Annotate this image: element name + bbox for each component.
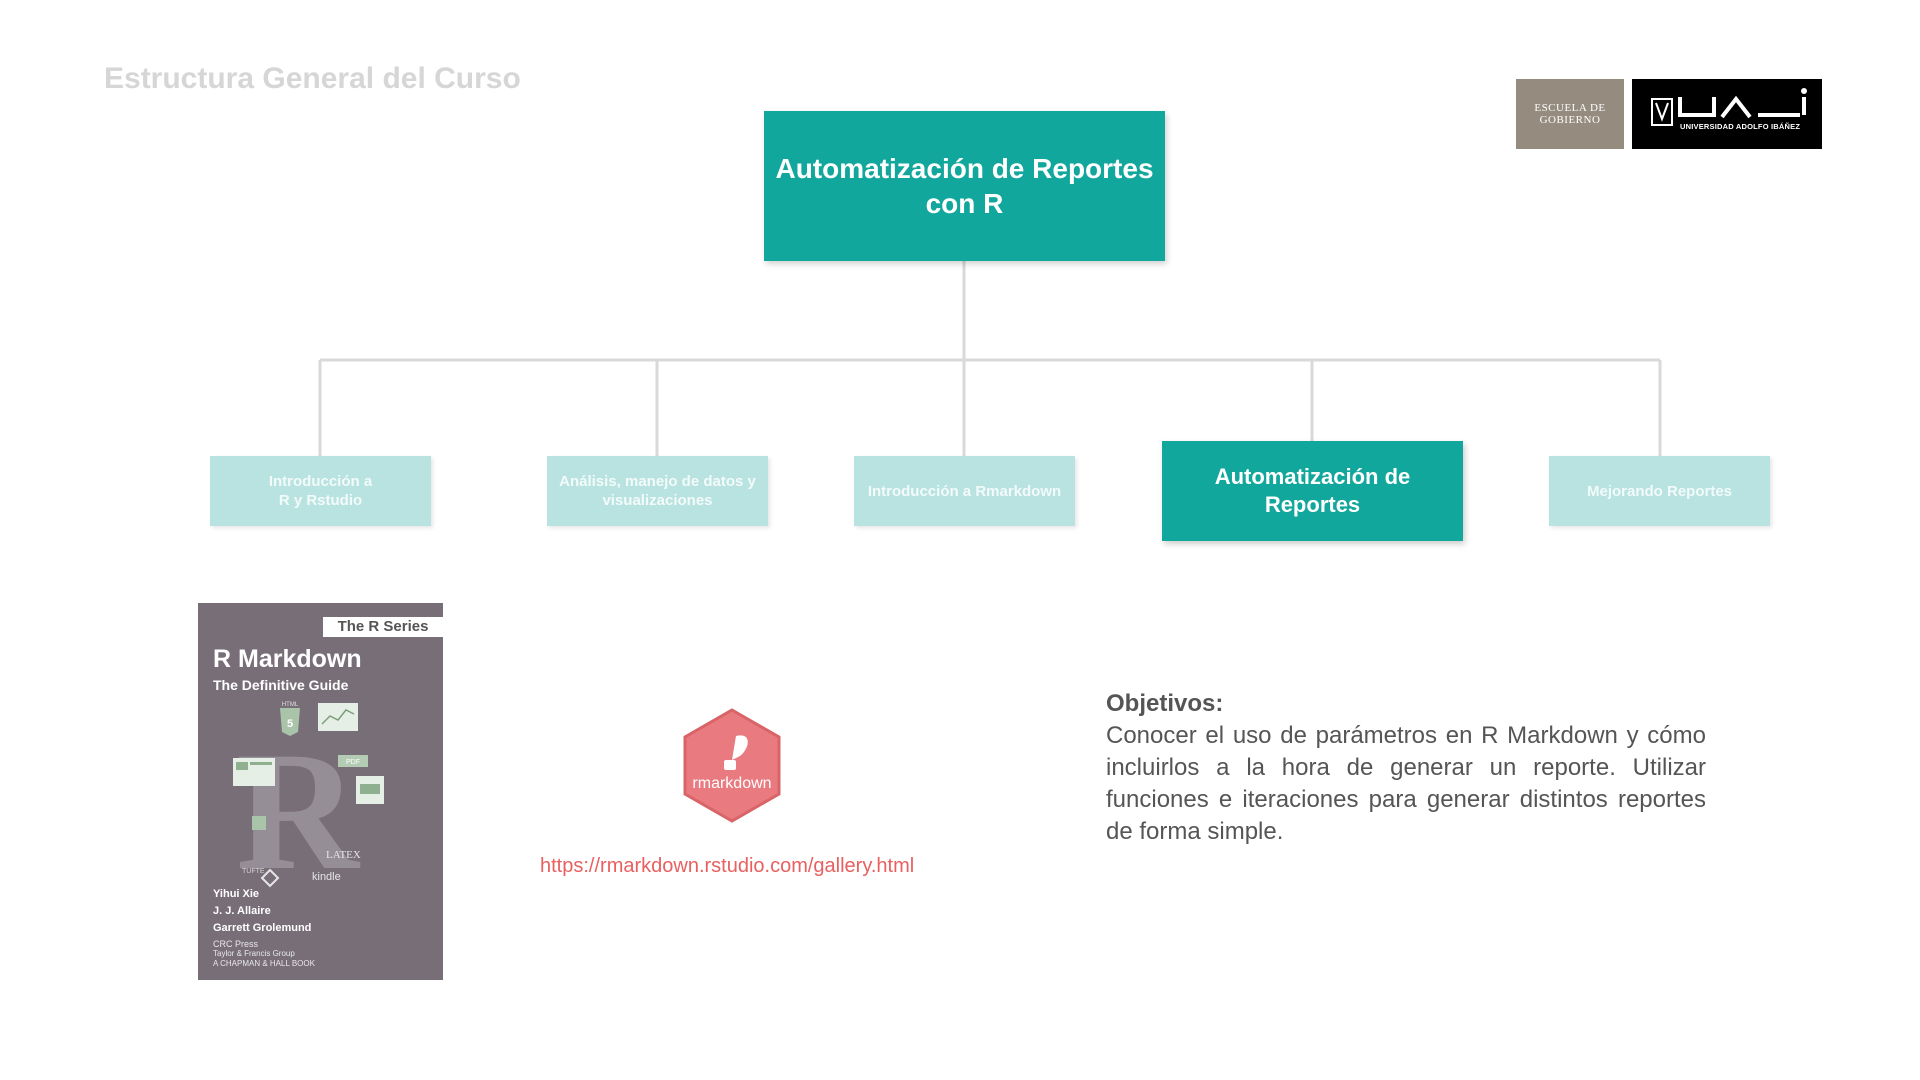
module-2-line1: Análisis, manejo de datos y: [559, 473, 756, 490]
objectives-section: Objetivos: Conocer el uso de parámetros …: [1106, 688, 1706, 848]
book-cover: The R Series R Markdown The Definitive G…: [198, 603, 443, 980]
module-2-line2: visualizaciones: [602, 492, 713, 509]
module-5-line1: Mejorando Reportes: [1586, 482, 1733, 500]
book-author-1: Yihui Xie: [213, 888, 260, 900]
root-node: Automatización de Reportes con R: [764, 111, 1165, 261]
escuela-gobierno-logo: ESCUELA DE GOBIERNO: [1516, 79, 1624, 149]
format-latex: LATEX: [326, 849, 361, 861]
course-module-4-current: Automatización de Reportes: [1162, 441, 1463, 541]
uai-logo: UNIVERSIDAD ADOLFO IBÁÑEZ: [1632, 79, 1822, 149]
rmarkdown-hex-logo: rmarkdown: [683, 708, 781, 823]
course-module-5: Mejorando Reportes: [1549, 456, 1770, 526]
book-publisher-name: CRC Press: [213, 939, 259, 949]
module-1-line1: Introducción a: [268, 473, 373, 490]
rmarkdown-logo-label: rmarkdown: [692, 775, 771, 792]
root-node-label: Automatización de Reportes con R: [775, 153, 1154, 219]
rmarkdown-gallery-link[interactable]: https://rmarkdown.rstudio.com/gallery.ht…: [540, 855, 915, 877]
uai-emblem-icon: [1651, 88, 1807, 126]
course-module-1: Introducción a R y Rstudio: [210, 456, 431, 526]
format-tufte: TUFTE: [242, 868, 265, 875]
book-series: The R Series: [323, 617, 443, 637]
module-3-line1: Introducción a Rmarkdown: [867, 482, 1062, 500]
page-title: Estructura General del Curso: [104, 62, 521, 95]
course-module-3: Introducción a Rmarkdown: [854, 456, 1075, 526]
book-author-2: J. J. Allaire: [213, 905, 271, 917]
svg-text:R: R: [236, 717, 361, 888]
module-1-line2: R y Rstudio: [278, 492, 363, 509]
escuela-logo-line1: ESCUELA DE: [1534, 102, 1606, 114]
book-imprint: A CHAPMAN & HALL BOOK: [213, 959, 315, 968]
module-4-line1: Automatización de: [1214, 464, 1411, 489]
book-subtitle: The Definitive Guide: [213, 677, 349, 693]
book-publisher-sub: Taylor & Francis Group: [213, 949, 295, 958]
format-kindle: kindle: [312, 871, 341, 883]
objectives-title: Objetivos:: [1106, 690, 1224, 717]
book-author-3: Garrett Grolemund: [213, 922, 312, 934]
course-module-2: Análisis, manejo de datos y visualizacio…: [547, 456, 768, 526]
format-pdf: PDF: [346, 759, 360, 766]
module-4-line2: Reportes: [1264, 492, 1361, 517]
book-title: R Markdown: [213, 645, 362, 673]
book-publisher: CRC Press Taylor & Francis Group A CHAPM…: [213, 939, 315, 969]
escuela-logo-line2: GOBIERNO: [1539, 114, 1601, 126]
objectives-text: Conocer el uso de parámetros en R Markdo…: [1106, 722, 1706, 845]
quill-icon: [732, 735, 748, 760]
book-authors: Yihui Xie J. J. Allaire Garrett Grolemun…: [213, 886, 311, 937]
svg-text:5: 5: [287, 718, 293, 730]
format-html: HTML: [282, 702, 299, 708]
uai-logo-subtitle: UNIVERSIDAD ADOLFO IBÁÑEZ: [1680, 122, 1801, 131]
book-cover-illustration: R 5 HTML PDF LATEX TUFTE kindle: [233, 702, 384, 888]
